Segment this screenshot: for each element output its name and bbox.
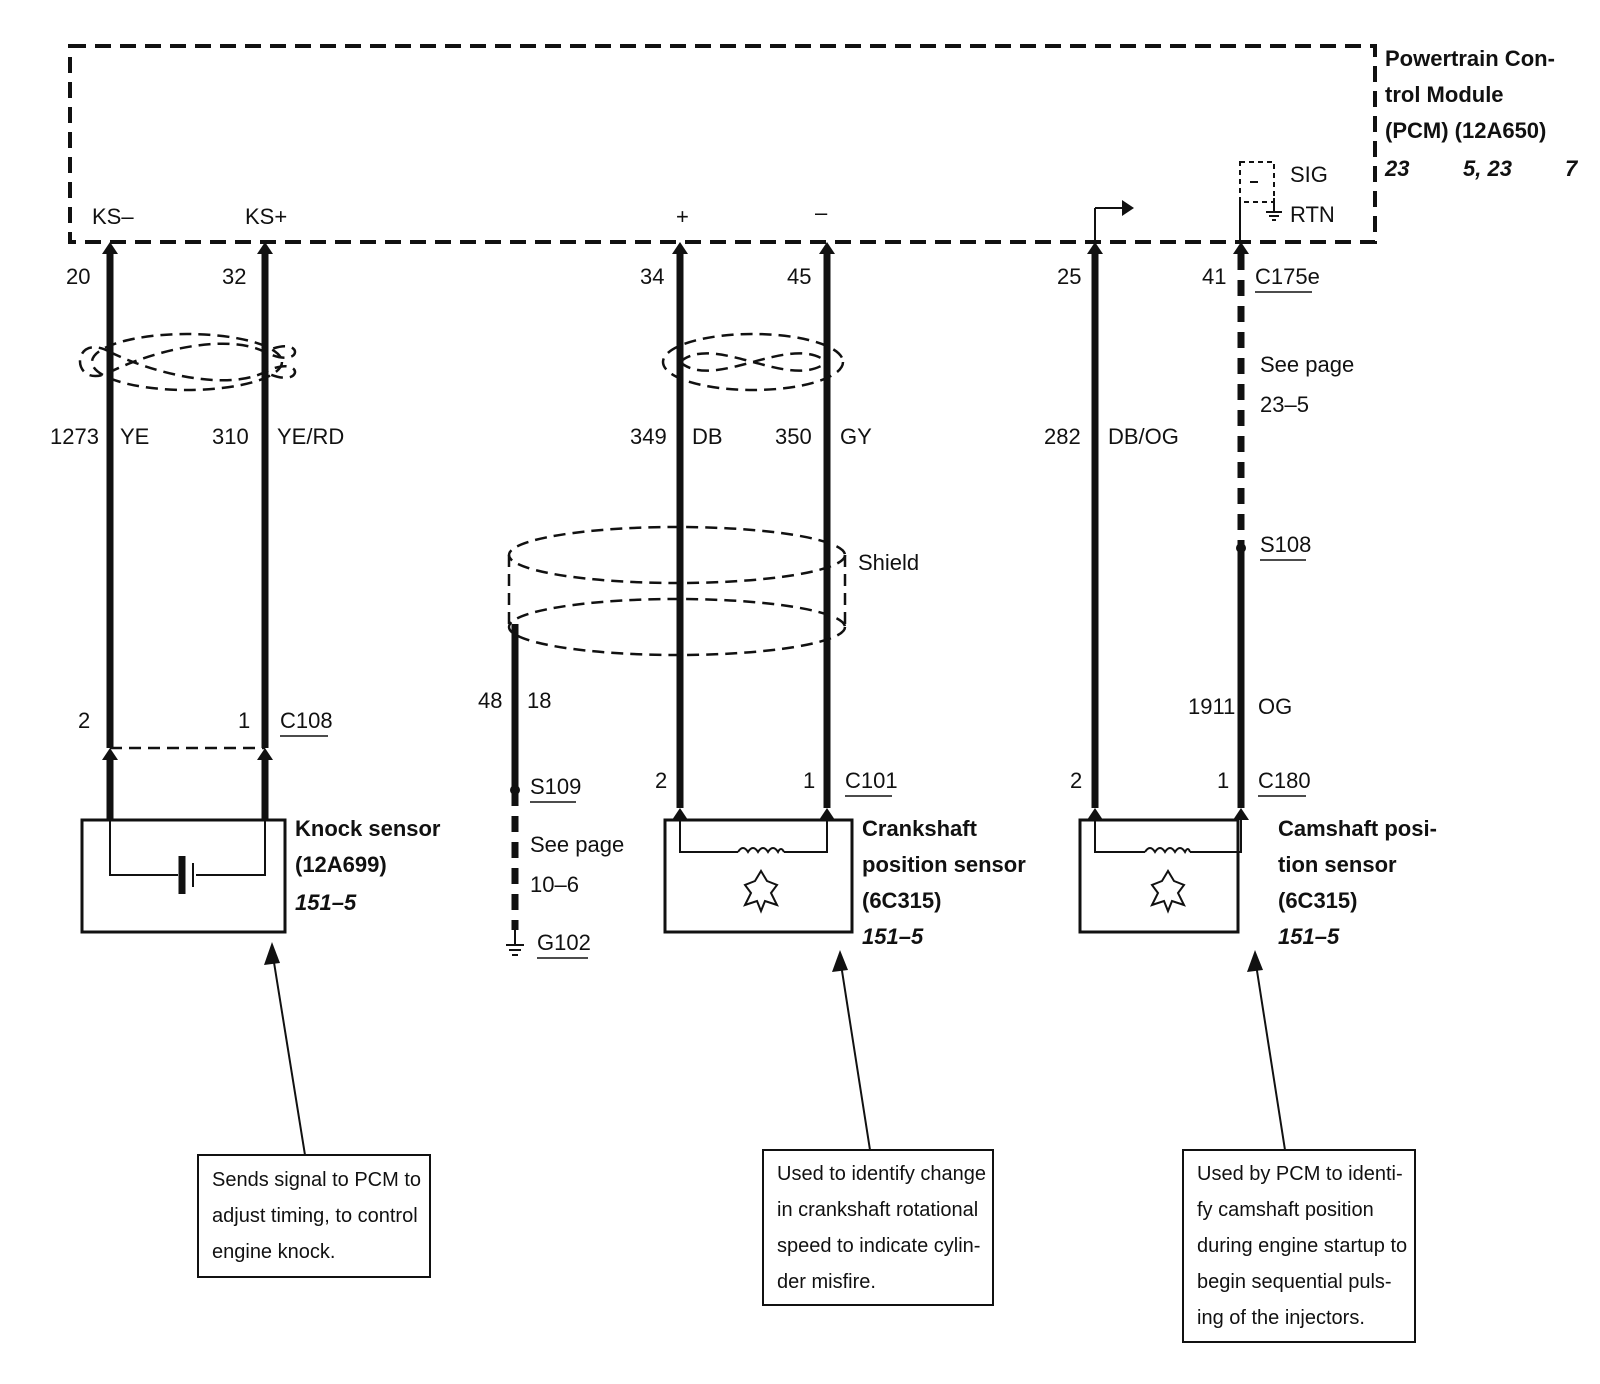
wire-1911-num: 1911 xyxy=(1188,694,1235,719)
crankshaft-sensor-name-line1: Crankshaft xyxy=(862,816,978,841)
c108-terminals xyxy=(102,748,273,760)
crank-minus-label: – xyxy=(815,200,828,225)
pin-41: 41 xyxy=(1202,264,1226,289)
wire-310-num: 310 xyxy=(212,424,249,449)
callout-arrows xyxy=(264,942,1286,1156)
camshaft-sensor-name-line3: (6C315) xyxy=(1278,888,1357,913)
camshaft-sensor-box xyxy=(1078,818,1240,934)
rtn-label: RTN xyxy=(1290,202,1335,227)
shield-label: Shield xyxy=(858,550,919,575)
pin-45: 45 xyxy=(787,264,811,289)
wire-350-num: 350 xyxy=(775,424,812,449)
c108-pin1: 1 xyxy=(238,708,250,733)
crank-plus-label: + xyxy=(676,204,689,229)
camshaft-sensor-name-line2: tion sensor xyxy=(1278,852,1397,877)
ks-minus-label: KS– xyxy=(92,204,134,229)
wire-ye-color: YE xyxy=(120,424,149,449)
note-box-cam xyxy=(1182,1149,1416,1343)
wire-db-color: DB xyxy=(692,424,723,449)
note-cam-line4: begin sequential puls- xyxy=(1197,1271,1392,1293)
wire-282-num: 282 xyxy=(1044,424,1081,449)
pcm-title-line2: trol Module xyxy=(1385,82,1504,107)
knock-sensor-symbol xyxy=(109,820,266,894)
wire-1273-num: 1273 xyxy=(50,424,99,449)
crankshaft-sensor-ref: 151–5 xyxy=(862,924,924,949)
output-flag-symbol xyxy=(1094,200,1134,242)
see-page-1-line2: 23–5 xyxy=(1260,392,1309,417)
note-cam-line1: Used by PCM to identi- xyxy=(1197,1163,1403,1185)
c101-pin1: 1 xyxy=(803,768,815,793)
pcm-title-line1: Powertrain Con- xyxy=(1385,46,1555,71)
pcm-ref-3: 7 xyxy=(1565,156,1579,181)
splice-s108 xyxy=(1236,543,1246,553)
pcm-ref-1: 23 xyxy=(1384,156,1409,181)
crankshaft-sensor-name-line2: position sensor xyxy=(862,852,1026,877)
wire-48-num: 48 xyxy=(478,688,502,713)
sig-rtn-symbol xyxy=(1239,161,1282,242)
splice-s108-label: S108 xyxy=(1260,532,1311,557)
wire-og-color: OG xyxy=(1258,694,1292,719)
wire-gy-color: GY xyxy=(840,424,872,449)
c108-pin2: 2 xyxy=(78,708,90,733)
ground-g102-label: G102 xyxy=(537,930,591,955)
connector-c101: C101 xyxy=(845,768,898,793)
note-cam-line2: fy camshaft position xyxy=(1197,1199,1374,1221)
wire-yerd-color: YE/RD xyxy=(277,424,344,449)
camshaft-sensor-ref: 151–5 xyxy=(1278,924,1340,949)
sig-label: SIG xyxy=(1290,162,1328,187)
pcm-module-box xyxy=(68,44,1377,244)
wire-349-num: 349 xyxy=(630,424,667,449)
see-page-2-line2: 10–6 xyxy=(530,872,579,897)
wire-dbog-color: DB/OG xyxy=(1108,424,1179,449)
note-box-crank xyxy=(762,1149,994,1306)
c180-pin2: 2 xyxy=(1070,768,1082,793)
ground-symbol-g102 xyxy=(506,930,524,956)
splice-s109 xyxy=(510,785,520,795)
crankshaft-sensor-symbol xyxy=(679,820,828,914)
camshaft-sensor-name-line1: Camshaft posi- xyxy=(1278,816,1437,841)
shield-symbol xyxy=(507,525,847,657)
c180-pin1: 1 xyxy=(1217,768,1229,793)
pin-25: 25 xyxy=(1057,264,1081,289)
pcm-ref-2: 5, 23 xyxy=(1463,156,1512,181)
ks-plus-label: KS+ xyxy=(245,204,287,229)
see-page-1-line1: See page xyxy=(1260,352,1354,377)
splice-s109-label: S109 xyxy=(530,774,581,799)
connector-c108: C108 xyxy=(280,708,333,733)
pin-34: 34 xyxy=(640,264,664,289)
note-box-knock xyxy=(197,1154,431,1278)
knock-sensor-ref: 151–5 xyxy=(295,890,357,915)
note-knock-line2: adjust timing, to control xyxy=(212,1205,418,1227)
c101-pin2: 2 xyxy=(655,768,667,793)
connector-c175e: C175e xyxy=(1255,264,1320,289)
wire-18-gauge: 18 xyxy=(527,688,551,713)
see-page-2-line1: See page xyxy=(530,832,624,857)
note-crank-line2: in crankshaft rotational xyxy=(777,1199,978,1221)
crankshaft-sensor-name-line3: (6C315) xyxy=(862,888,941,913)
c101-terminals xyxy=(672,808,835,820)
pcm-title-line3: (PCM) (12A650) xyxy=(1385,118,1546,143)
c180-terminals xyxy=(1087,808,1249,820)
connector-c180: C180 xyxy=(1258,768,1311,793)
knock-sensor-name-line2: (12A699) xyxy=(295,852,387,877)
twisted-pair-knock xyxy=(78,332,297,392)
knock-sensor-name-line1: Knock sensor xyxy=(295,816,441,841)
pin-32: 32 xyxy=(222,264,246,289)
note-knock-line3: engine knock. xyxy=(212,1241,335,1263)
camshaft-sensor-symbol xyxy=(1094,820,1242,914)
note-crank-line4: der misfire. xyxy=(777,1271,876,1293)
note-cam-line5: ing of the injectors. xyxy=(1197,1307,1365,1329)
twisted-pair-crank xyxy=(661,332,845,392)
note-knock-line1: Sends signal to PCM to xyxy=(212,1169,421,1191)
pcm-pin-terminals xyxy=(102,242,1249,254)
pin-20: 20 xyxy=(66,264,90,289)
note-cam-line3: during engine startup to xyxy=(1197,1235,1407,1257)
note-crank-line1: Used to identify change xyxy=(777,1163,986,1185)
note-crank-line3: speed to indicate cylin- xyxy=(777,1235,980,1257)
